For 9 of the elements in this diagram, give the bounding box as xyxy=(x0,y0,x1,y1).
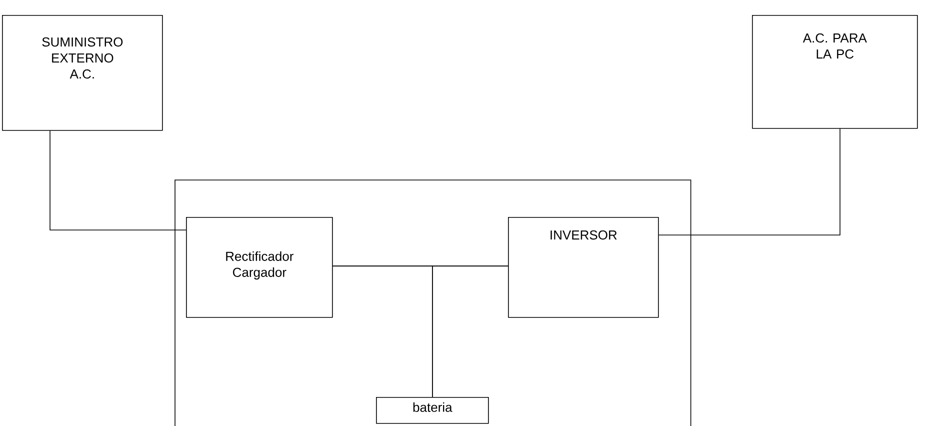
connector-line xyxy=(432,266,508,398)
connector-line xyxy=(50,130,186,230)
rectifier-box: Rectificador Cargador xyxy=(186,217,333,318)
inverter-box: INVERSOR xyxy=(508,217,659,318)
output-box: A.C. PARA LA PC xyxy=(752,15,918,129)
enclosure-box xyxy=(174,180,692,426)
battery-box: bateria xyxy=(376,397,489,424)
source-box: SUMINISTRO EXTERNO A.C. xyxy=(2,15,163,131)
connector-line xyxy=(658,128,840,236)
